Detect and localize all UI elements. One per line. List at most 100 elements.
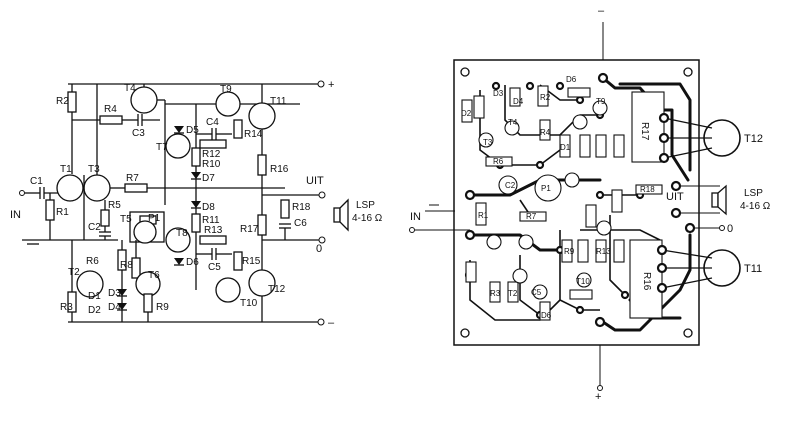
t8-label: T8 [176,228,188,239]
pcb-r16-label: R16 [641,272,652,291]
pcb-silkscreen: D2 D3 D4 R2 T4 R4 D6 T9 T3 D1 R6 C2 P1 R… [461,75,655,320]
pcb-input-terminal[interactable] [409,227,415,233]
pcb-output-label: UIT [666,191,684,203]
schematic: + – C1 IN R1 R2 T1 T3 R [10,79,383,329]
pcb-speaker-icon [711,192,719,208]
d8-label: D8 [202,202,215,213]
t7-symbol [165,133,191,159]
svg-text:R4: R4 [540,128,551,137]
c2-label: C2 [88,222,101,233]
r14-label: R14 [244,129,263,140]
t1-label: T1 [60,164,72,175]
r17-label: R17 [240,224,259,235]
svg-text:C5: C5 [531,288,542,297]
zero-terminal[interactable] [318,236,326,244]
r2-label: R2 [56,96,69,107]
t2-symbol [76,270,104,298]
t11-label: T11 [270,96,287,107]
pcb-plus-label: + [595,391,601,403]
svg-text:D6: D6 [566,75,577,84]
t2-label: T2 [68,267,80,278]
speaker-impedance: 4-16 Ω [352,213,383,224]
r10-label: R10 [202,159,221,170]
svg-text:D1: D1 [560,143,571,152]
r15-label: R15 [242,256,261,267]
pcb-input-label: IN [410,211,421,223]
r17-module [631,91,665,163]
t3-symbol [83,174,111,202]
svg-text:T3: T3 [483,138,493,147]
pcb-zero-label: 0 [727,223,733,235]
svg-text:R3: R3 [490,289,501,298]
pcb-r17-label: R17 [639,122,650,141]
pcb-speaker-label: LSP [744,188,763,199]
svg-text:D3: D3 [493,89,504,98]
t1-symbol [56,174,84,202]
svg-text:D2: D2 [461,109,472,118]
svg-text:R6: R6 [493,157,504,166]
pcb-minus-label: – [598,5,605,17]
r12-label: R12 [202,149,221,160]
t10-label: T10 [240,298,258,309]
r5-label: R5 [108,200,121,211]
r7-label: R7 [126,173,139,184]
d5-label: D5 [186,125,199,136]
svg-text:D6: D6 [541,311,552,320]
svg-text:R18: R18 [640,185,655,194]
d7-label: D7 [202,173,215,184]
d2-label: D2 [88,305,101,316]
r16-label: R16 [270,164,289,175]
svg-text:T10: T10 [576,277,590,286]
r8-label: R8 [120,260,133,271]
c5-label: C5 [208,262,221,273]
r4-label: R4 [104,104,117,115]
negative-label: – [328,317,335,329]
d4-label: D4 [108,302,121,313]
r13-label: R13 [204,225,223,236]
r18-label: R18 [292,202,311,213]
t8-symbol [165,227,191,253]
svg-text:P1: P1 [541,184,551,193]
svg-text:D4: D4 [513,97,524,106]
r16-module [629,239,663,319]
c1-label: C1 [30,176,43,187]
svg-text:T9: T9 [596,97,606,106]
svg-text:R1: R1 [478,211,489,220]
c6-label: C6 [294,218,307,229]
t10-symbol [215,277,241,303]
t7-label: T7 [156,142,168,153]
input-terminal[interactable] [19,190,25,196]
speaker-label: LSP [356,200,375,211]
t4-label: T4 [124,83,136,94]
positive-label: + [328,79,334,91]
input-label: IN [10,209,21,221]
pcb-speaker-impedance: 4-16 Ω [740,201,771,212]
t9-label: T9 [220,84,232,95]
output-terminal[interactable] [318,191,326,199]
positive-terminal[interactable] [317,80,325,88]
svg-text:R9: R9 [564,247,575,256]
zero-label: 0 [316,243,322,255]
d1-label: D1 [88,291,101,302]
pcb-c2 [498,175,518,195]
t5-symbol [133,220,157,244]
pcb-t12-label: T12 [744,133,763,145]
c4-label: C4 [206,117,219,128]
d6-label: D6 [186,257,199,268]
output-label: UIT [306,175,324,187]
r11-label: R11 [202,215,220,226]
t9-symbol [215,91,241,117]
svg-text:C2: C2 [505,181,516,190]
pcb-p1 [534,174,562,202]
t3-label: T3 [88,164,100,175]
r1-label: R1 [56,207,69,218]
svg-text:R7: R7 [526,212,537,221]
t6-label: T6 [148,270,160,281]
r9-label: R9 [156,302,169,313]
negative-terminal[interactable] [317,318,325,326]
p1-label: P1 [148,213,161,224]
svg-text:T2: T2 [508,289,518,298]
t12-label: T12 [268,284,286,295]
